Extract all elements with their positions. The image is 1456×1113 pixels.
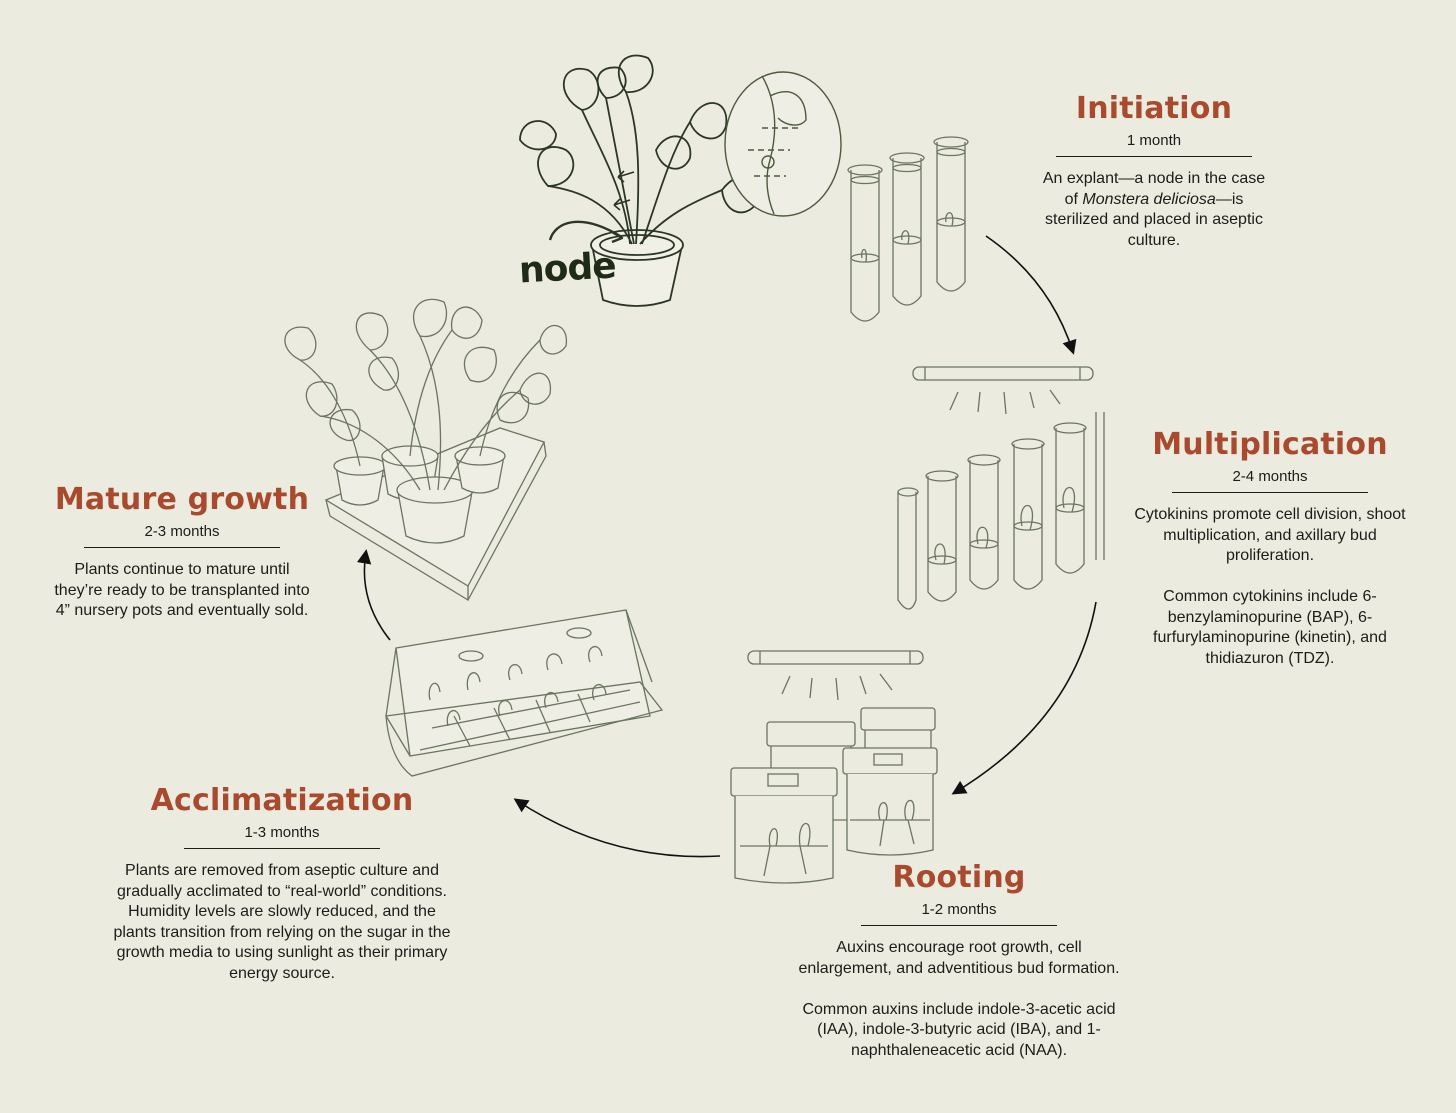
stage-duration: 2-4 months	[1232, 468, 1308, 485]
divider	[1172, 492, 1368, 493]
mature-growth-illustration	[284, 298, 568, 602]
node-label: node	[517, 245, 617, 292]
leaf	[655, 135, 692, 170]
acclimatization-illustration	[385, 609, 664, 777]
leaf	[689, 102, 728, 140]
mother-plant-illustration	[519, 54, 759, 307]
stage-description-examples: Common cytokinins include 6-benzylaminop…	[1153, 588, 1387, 667]
stage-title: Mature growth	[54, 482, 310, 517]
stage-rooting: Rooting 1-2 months Auxins encourage root…	[788, 859, 1130, 1061]
stage-title: Initiation	[1075, 91, 1233, 126]
stage-duration: 1-3 months	[244, 824, 320, 841]
rooting-illustration	[730, 650, 938, 884]
stage-multiplication: Multiplication 2-4 months Cytokinins pro…	[1122, 426, 1418, 669]
leaf	[537, 146, 575, 187]
divider	[84, 547, 280, 548]
stage-description: Plants continue to mature until they’re …	[54, 561, 310, 619]
divider	[861, 925, 1057, 926]
arrow-acclimatization-to-mature	[357, 549, 391, 641]
species-name: Monstera deliciosa	[1082, 190, 1216, 208]
leaf	[617, 54, 654, 93]
stage-description: Plants are removed from aseptic culture …	[113, 862, 451, 982]
divider	[184, 848, 380, 849]
leaf	[519, 120, 557, 151]
cycle-arrows	[357, 235, 1097, 858]
stage-mature-growth: Mature growth 2-3 months Plants continue…	[50, 481, 314, 622]
stage-description: An explant—a node in the case of Monster…	[1042, 170, 1266, 249]
stage-title: Multiplication	[1152, 427, 1388, 462]
stage-acclimatization: Acclimatization 1-3 months Plants are re…	[108, 782, 456, 984]
leaf	[596, 66, 627, 99]
stage-title: Rooting	[892, 860, 1026, 895]
arrow-initiation-to-multiplication	[985, 235, 1077, 355]
arrow-multiplication-to-rooting	[951, 601, 1097, 795]
node-closeup-illustration	[724, 71, 842, 217]
node-arrow	[548, 220, 621, 241]
stage-title: Acclimatization	[150, 783, 414, 818]
arrow-rooting-to-acclimatization	[513, 798, 721, 858]
divider	[1056, 156, 1252, 157]
stage-initiation: Initiation 1 month An explant—a node in …	[1036, 90, 1272, 251]
stage-description: Auxins encourage root growth, cell enlar…	[798, 939, 1120, 977]
stage-duration: 1 month	[1126, 132, 1182, 149]
stage-duration: 2-3 months	[144, 523, 220, 540]
leaf	[563, 67, 600, 111]
multiplication-illustration	[897, 366, 1105, 610]
initiation-tubes-illustration	[847, 136, 969, 322]
stage-description: Cytokinins promote cell division, shoot …	[1134, 506, 1406, 564]
pot	[592, 249, 682, 307]
stage-duration: 1-2 months	[921, 901, 997, 918]
stage-description-examples: Common auxins include indole-3-acetic ac…	[802, 1000, 1116, 1059]
